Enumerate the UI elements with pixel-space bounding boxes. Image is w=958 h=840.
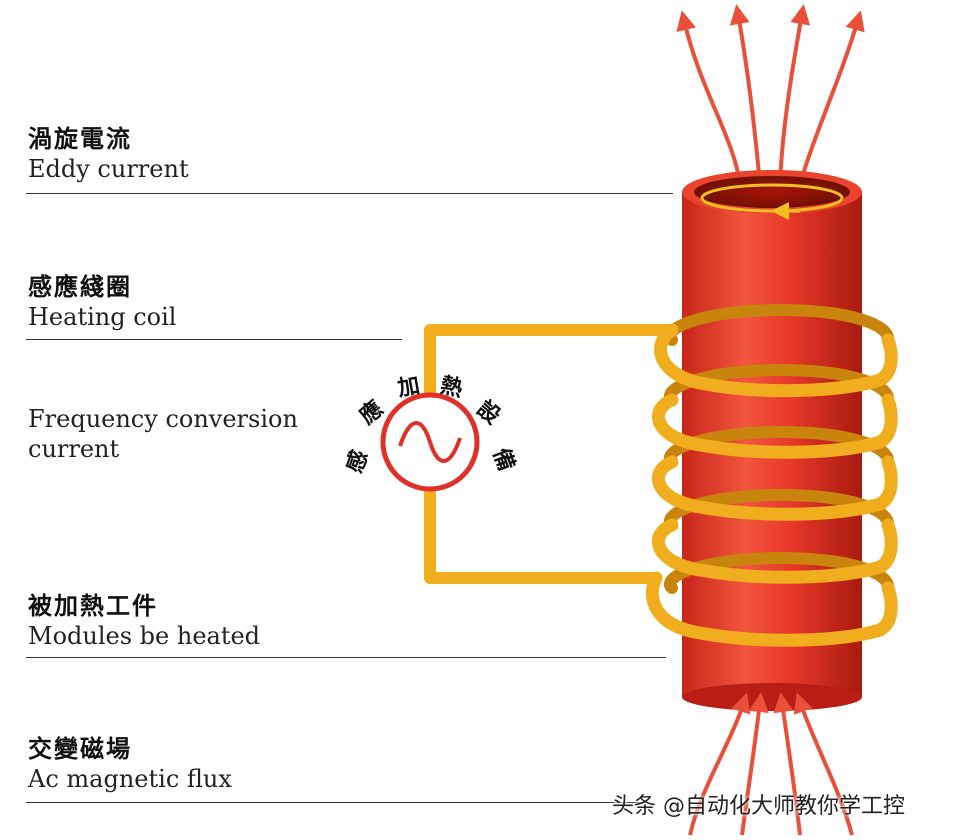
- arrow-up-icon: [676, 10, 742, 186]
- device-char: 感: [341, 447, 373, 477]
- device-char: 設: [472, 396, 506, 431]
- label-zh: 交變磁場: [28, 735, 132, 763]
- label-en: Eddy current: [28, 155, 189, 183]
- arrow-up-icon: [798, 10, 865, 186]
- label-en: Ac magnetic flux: [28, 765, 232, 793]
- divider: [26, 339, 402, 340]
- device-char: 熱: [438, 372, 465, 402]
- arrow-up-icon: [773, 692, 802, 836]
- label-en: Frequency conversion: [28, 405, 298, 433]
- label-zh: 感應綫圈: [28, 273, 132, 301]
- device-char: 備: [488, 445, 520, 475]
- divider: [26, 193, 673, 194]
- arrow-up-icon: [688, 692, 751, 836]
- watermark: 头条 @自动化大师教你学工控: [612, 794, 905, 819]
- divider: [26, 657, 666, 658]
- label-workpiece: 被加熱工件 Modules be heated: [28, 591, 260, 651]
- label-en: Heating coil: [28, 303, 177, 331]
- divider: [26, 802, 646, 803]
- flux-arrows-bottom: [688, 692, 854, 836]
- arrow-up-icon: [729, 4, 762, 186]
- heating-coil-front: [645, 323, 898, 647]
- label-magnetic-flux: 交變磁場 Ac magnetic flux: [28, 734, 232, 794]
- label-zh: 渦旋電流: [28, 125, 132, 153]
- arrow-up-icon: [740, 692, 769, 836]
- label-frequency-conversion: Frequency conversion current: [28, 404, 298, 464]
- flux-arrows-top: [676, 4, 865, 186]
- device-char: 加: [395, 373, 422, 402]
- device-char: 應: [355, 396, 389, 430]
- coil-lead-wires: [424, 324, 672, 584]
- label-heating-coil: 感應綫圈 Heating coil: [28, 272, 176, 332]
- ac-source-icon: [380, 392, 480, 492]
- device-label: 感 應 加 熱 設 備: [341, 372, 519, 476]
- arrow-up-icon: [778, 4, 811, 186]
- arrow-up-icon: [793, 692, 854, 836]
- label-eddy-current: 渦旋電流 Eddy current: [28, 124, 189, 184]
- label-en: current: [28, 435, 120, 463]
- label-zh: 被加熱工件: [28, 592, 158, 620]
- label-en: Modules be heated: [28, 622, 261, 650]
